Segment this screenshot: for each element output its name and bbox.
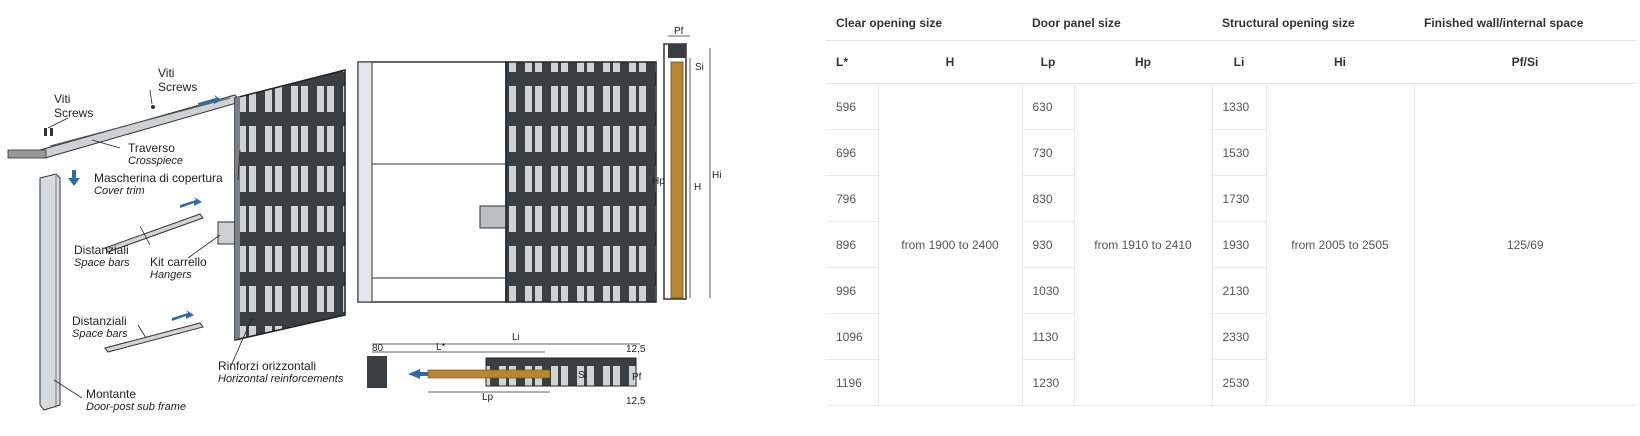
dim-12-5-top: 12,5 xyxy=(626,344,646,355)
leader-lines xyxy=(47,89,253,399)
label-mascherina: Mascherina di copertura xyxy=(94,171,223,185)
label-space-bars-bottom: Space bars xyxy=(72,328,128,340)
arrow-down-icon xyxy=(68,170,80,186)
cell-l: 796 xyxy=(826,175,878,222)
table-row: 996 1030 2130 xyxy=(826,267,1636,314)
cell-li: 2530 xyxy=(1212,359,1266,406)
cell-l: 596 xyxy=(826,83,878,130)
spec-table: L* H Lp Hp Li Hi Pf/Si 596 from 1900 to … xyxy=(826,40,1636,406)
dim-lp: Lp xyxy=(482,392,494,403)
col-h: H xyxy=(878,40,1022,84)
hanger-kit xyxy=(217,221,237,245)
label-cover-trim: Cover trim xyxy=(94,185,145,197)
label-viti-top: Viti xyxy=(158,66,174,80)
label-space-bars-top: Space bars xyxy=(74,257,130,269)
label-horizontal-reinforcements: Horizontal reinforcements xyxy=(218,373,344,385)
cell-pf-si-value: 125/69 xyxy=(1413,83,1636,406)
dim-li: Li xyxy=(512,332,520,343)
label-viti-left: Viti xyxy=(54,92,70,106)
cell-l: 896 xyxy=(826,221,878,268)
dim-pf-top: Pf xyxy=(674,26,684,37)
label-kit-carrello: Kit carrello xyxy=(150,255,207,269)
dim-l-star: L* xyxy=(436,342,446,353)
pocket-frame-elevation xyxy=(357,61,657,303)
dim-hp: Hp xyxy=(652,176,665,187)
table-row: 1196 1230 2530 xyxy=(826,359,1636,406)
plan-section xyxy=(367,343,640,393)
dim-h: H xyxy=(694,182,701,193)
arrow-right-icon xyxy=(198,95,222,106)
table-row: 696 730 1530 xyxy=(826,129,1636,176)
dim-pf-plan: Pf xyxy=(632,372,642,383)
cell-lp: 630 xyxy=(1022,83,1074,130)
cell-h-range: from 1900 to 2400 xyxy=(877,83,1023,406)
label-crosspiece: Crosspiece xyxy=(128,155,183,167)
label-rinforzi: Rinforzi orizzontali xyxy=(218,359,316,373)
group-clear-opening: Clear opening size xyxy=(836,16,943,30)
col-pf-si: Pf/Si xyxy=(1414,40,1636,84)
cell-li: 2130 xyxy=(1212,267,1266,314)
cell-lp: 1030 xyxy=(1022,267,1074,314)
cell-li: 1530 xyxy=(1212,129,1266,176)
cell-lp: 930 xyxy=(1022,221,1074,268)
vertical-section xyxy=(663,35,711,300)
cell-li: 1730 xyxy=(1212,175,1266,222)
col-lp: Lp xyxy=(1022,40,1074,84)
cell-l: 1196 xyxy=(826,359,878,406)
door-post-sub-frame xyxy=(39,173,61,411)
label-door-post: Door-post sub frame xyxy=(86,401,186,413)
cell-hi-range: from 2005 to 2505 xyxy=(1265,83,1415,406)
column-header-row: L* H Lp Hp Li Hi Pf/Si xyxy=(826,40,1636,84)
cell-lp: 1230 xyxy=(1022,359,1074,406)
table-row: 1096 1130 2330 xyxy=(826,313,1636,360)
space-bar-bottom xyxy=(104,310,204,353)
label-distanziali-bottom: Distanziali xyxy=(72,314,127,328)
cell-li: 1330 xyxy=(1212,83,1266,130)
dim-12-5-bottom: 12,5 xyxy=(626,396,646,407)
cell-li: 2330 xyxy=(1212,313,1266,360)
space-bar-top xyxy=(104,197,204,253)
col-hi: Hi xyxy=(1266,40,1414,84)
cell-l: 996 xyxy=(826,267,878,314)
col-l-star: L* xyxy=(826,40,878,84)
screws-left xyxy=(44,128,53,136)
label-montante: Montante xyxy=(86,387,136,401)
spec-table-section: Clear opening size Door panel size Struc… xyxy=(826,6,1636,406)
group-structural-opening: Structural opening size xyxy=(1222,16,1355,30)
cell-lp: 1130 xyxy=(1022,313,1074,360)
group-finished-wall: Finished wall/internal space xyxy=(1424,16,1584,30)
dim-si-plan: Si xyxy=(578,370,587,381)
label-traverso: Traverso xyxy=(128,141,175,155)
cell-l: 696 xyxy=(826,129,878,176)
dim-hi: Hi xyxy=(712,170,721,181)
screws-top xyxy=(151,105,155,109)
col-hp: Hp xyxy=(1074,40,1212,84)
pocket-frame-perspective xyxy=(234,69,346,341)
technical-diagram: Pf Si Hp H Hi Li L* Lp 80 12,5 12,5 Si P… xyxy=(7,26,721,413)
label-screws-left: Screws xyxy=(54,106,93,120)
table-row: 896 930 1930 xyxy=(826,221,1636,268)
dim-si-side: Si xyxy=(695,62,704,73)
cell-lp: 830 xyxy=(1022,175,1074,222)
dim-80: 80 xyxy=(372,343,384,354)
cell-l: 1096 xyxy=(826,313,878,360)
label-screws-top: Screws xyxy=(158,80,197,94)
group-header-row: Clear opening size Door panel size Struc… xyxy=(826,6,1636,40)
col-li: Li xyxy=(1212,40,1266,84)
cell-hp-range: from 1910 to 2410 xyxy=(1073,83,1213,406)
table-row: 796 830 1730 xyxy=(826,175,1636,222)
crosspiece xyxy=(7,94,241,159)
cell-lp: 730 xyxy=(1022,129,1074,176)
label-hangers: Hangers xyxy=(150,269,192,281)
group-door-panel: Door panel size xyxy=(1032,16,1121,30)
table-row: 596 from 1900 to 2400 630 from 1910 to 2… xyxy=(826,83,1636,406)
cell-li: 1930 xyxy=(1212,221,1266,268)
label-distanziali-top: Distanziali xyxy=(74,243,129,257)
